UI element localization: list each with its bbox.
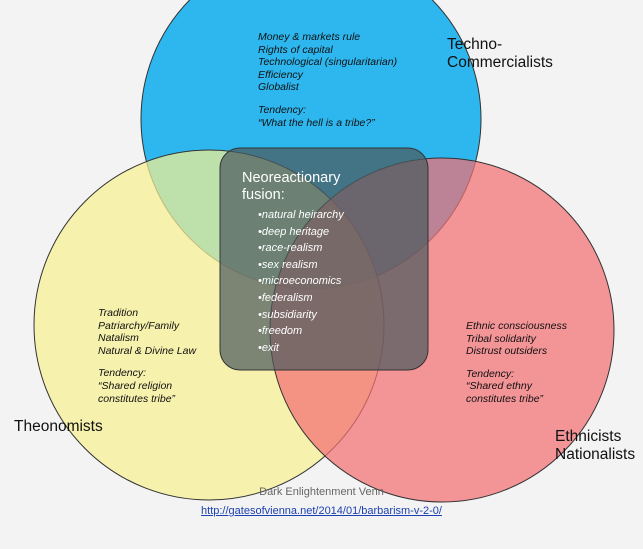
fusion-item: •race-realism (258, 242, 323, 255)
techno-item: Globalist (258, 81, 299, 94)
ethno-tendency-quote-line1: “Shared ethny (466, 380, 532, 393)
fusion-item-label: deep heritage (261, 225, 330, 238)
fusion-item: •natural heirarchy (258, 209, 344, 221)
ethno-label-line2: Nationalists (555, 446, 636, 463)
theo-item: Natalism (98, 332, 139, 345)
fusion-item-label: race-realism (261, 242, 323, 255)
techno-item: Technological (singularitarian) (258, 56, 398, 69)
ethno-tendency-quote-line2: constitutes tribe” (466, 392, 544, 405)
ethno-item: Tribal solidarity (466, 332, 536, 345)
ethno-label-line1: Ethnicists (555, 428, 622, 445)
theo-tendency-quote-line2: constitutes tribe” (98, 392, 176, 405)
ethno-tendency-label: Tendency: (466, 367, 515, 380)
fusion-item: •microeconomics (258, 275, 342, 288)
theo-tendency-label: Tendency: (98, 367, 147, 380)
techno-tendency-quote: “What the hell is a tribe?” (258, 116, 375, 129)
fusion-item-label: freedom (261, 325, 303, 338)
theo-item: Tradition (98, 307, 139, 319)
fusion-title: Neoreactionary fusion: (242, 170, 340, 204)
fusion-item: •exit (258, 341, 279, 354)
ethno-item: Distrust outsiders (466, 345, 548, 358)
ethnicists-nationalists-label: Ethnicists Nationalists (555, 428, 635, 464)
source-link-wrapper: http://gatesofvienna.net/2014/01/barbari… (0, 505, 643, 517)
techno-label-line1: Techno- (447, 36, 503, 53)
ethno-item: Ethnic consciousness (466, 320, 567, 332)
theonomists-label: Theonomists (14, 418, 103, 435)
fusion-item: •freedom (258, 325, 303, 338)
diagram-caption: Dark Enlightenment Venn (259, 486, 384, 498)
techno-label-line2: Commercialists (447, 54, 553, 71)
fusion-title-line2: fusion: (242, 187, 285, 203)
theo-items-block: Tradition Patriarchy/Family Natalism Nat… (98, 307, 196, 405)
techno-item: Efficiency (258, 68, 303, 81)
fusion-item-label: sex realism (261, 258, 318, 271)
theo-item: Natural & Divine Law (98, 344, 197, 357)
techno-item: Rights of capital (258, 43, 333, 56)
theo-tendency-quote-line1: “Shared religion (98, 379, 173, 392)
fusion-item: •deep heritage (258, 225, 330, 238)
source-link[interactable]: http://gatesofvienna.net/2014/01/barbari… (201, 505, 442, 517)
techno-items-block: Money & markets rule Rights of capital T… (258, 31, 397, 129)
fusion-item-label: federalism (261, 291, 313, 304)
fusion-item-label: natural heirarchy (261, 209, 344, 221)
ethno-items-block: Ethnic consciousness Tribal solidarity D… (466, 320, 567, 406)
fusion-item-label: subsidiarity (261, 308, 317, 321)
fusion-title-line1: Neoreactionary (242, 170, 341, 186)
fusion-item-label: exit (261, 341, 279, 354)
neoreactionary-fusion-box (219, 147, 429, 371)
techno-item: Money & markets rule (258, 31, 361, 43)
theo-item: Patriarchy/Family (98, 319, 180, 332)
techno-commercialists-label: Techno- Commercialists (447, 36, 553, 72)
fusion-item: •federalism (258, 291, 313, 304)
fusion-item-label: microeconomics (261, 275, 342, 288)
fusion-item: •sex realism (258, 258, 318, 271)
fusion-item: •subsidiarity (258, 308, 317, 321)
techno-tendency-label: Tendency: (258, 103, 307, 116)
fusion-list: •natural heirarchy •deep heritage •race-… (258, 207, 344, 356)
